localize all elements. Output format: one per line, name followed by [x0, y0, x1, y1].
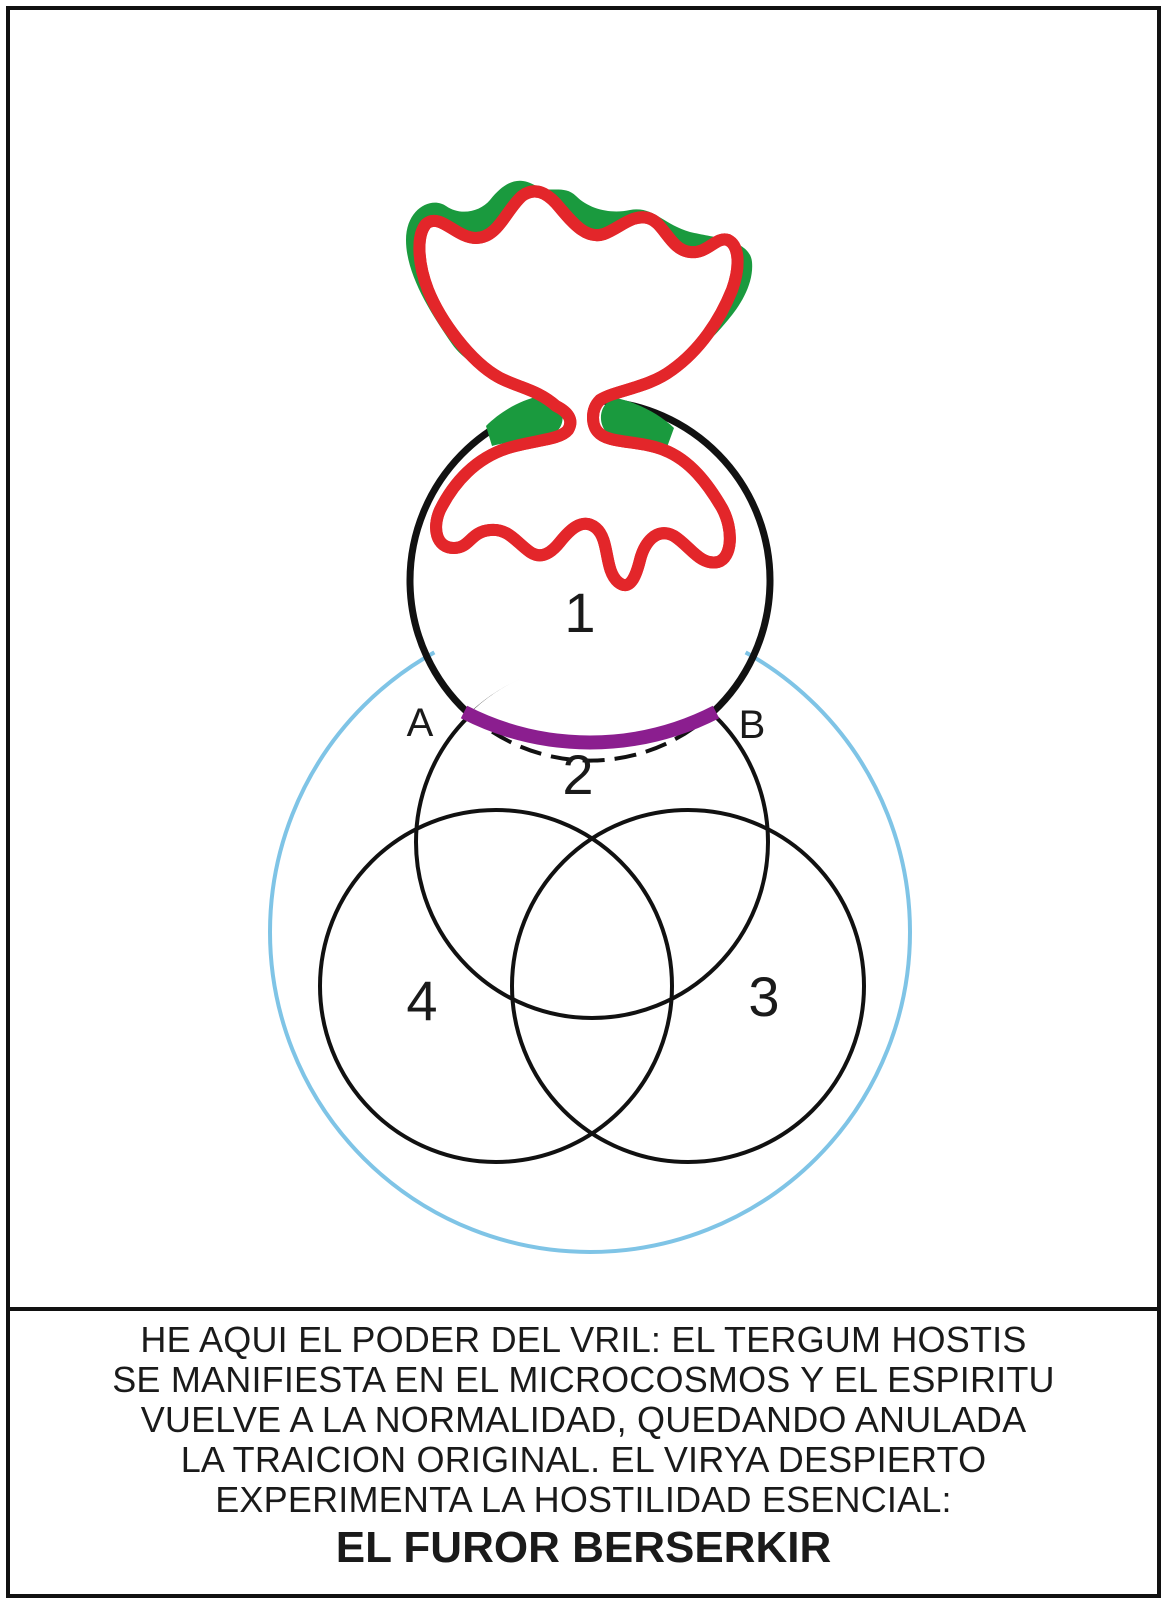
caption-line-4: LA TRAICION ORIGINAL. EL VIRYA DESPIERTO: [10, 1440, 1157, 1480]
point-a-label: A: [407, 701, 434, 745]
diagram: 1 2 3 4 A B: [0, 0, 1167, 1307]
caption-line-1: HE AQUI EL PODER DEL VRIL: EL TERGUM HOS…: [10, 1320, 1157, 1360]
circle-4: [320, 810, 672, 1162]
caption-title: EL FUROR BERSERKIR: [10, 1520, 1157, 1576]
region-2-label: 2: [562, 743, 593, 806]
circle-3: [512, 810, 864, 1162]
region-3-label: 3: [748, 965, 779, 1028]
caption: HE AQUI EL PODER DEL VRIL: EL TERGUM HOS…: [10, 1320, 1157, 1576]
caption-line-5: EXPERIMENTA LA HOSTILIDAD ESENCIAL:: [10, 1480, 1157, 1520]
caption-divider: [6, 1307, 1161, 1311]
region-1-label: 1: [564, 581, 595, 644]
point-b-label: B: [739, 703, 766, 747]
caption-line-2: SE MANIFIESTA EN EL MICROCOSMOS Y EL ESP…: [10, 1360, 1157, 1400]
region-4-label: 4: [406, 969, 437, 1032]
caption-line-3: VUELVE A LA NORMALIDAD, QUEDANDO ANULADA: [10, 1400, 1157, 1440]
symmetric-red-green-shape-icon: [406, 181, 752, 585]
